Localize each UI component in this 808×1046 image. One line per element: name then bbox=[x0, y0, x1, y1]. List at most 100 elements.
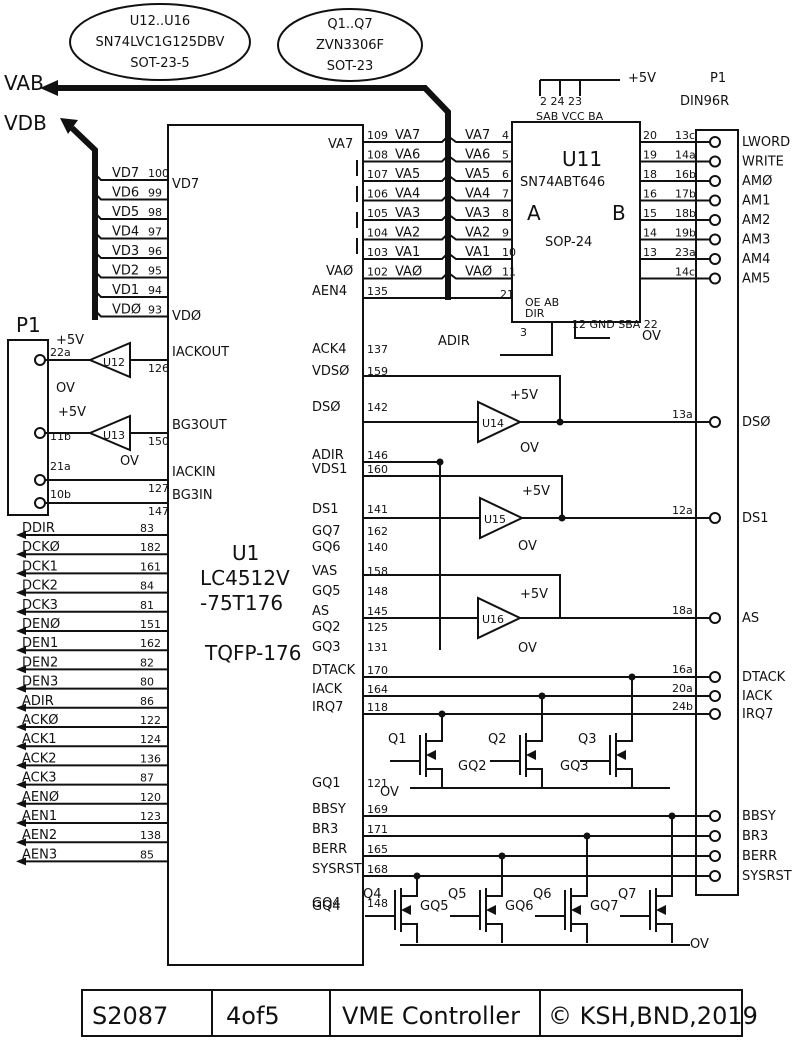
u15-ref: U15 bbox=[484, 513, 506, 526]
u11-chip: U11 SN74ABT646 A B SOP-24 2 24 23 SAB VC… bbox=[438, 80, 661, 356]
u1-signal-label: GQ7 bbox=[312, 524, 341, 539]
fet-gnd-ov-upper: OV bbox=[380, 785, 399, 800]
fet-ref: Q3 bbox=[578, 732, 597, 747]
p1-left-contact: 21a bbox=[50, 460, 71, 473]
drawing-title: VME Controller bbox=[342, 1002, 520, 1030]
p1-contact-number: 12a bbox=[672, 504, 693, 517]
p1-signal-name: AM3 bbox=[742, 233, 770, 248]
va-line-label: VA6 bbox=[395, 148, 420, 163]
p1-signal-name: WRITE bbox=[742, 155, 784, 170]
u11-a-pin: 10 bbox=[502, 246, 516, 259]
u11-a-label: VA2 bbox=[465, 226, 490, 241]
p1-contact-number: 18a bbox=[672, 604, 693, 617]
p1-signal-name: SYSRST bbox=[742, 869, 792, 884]
u11-a-label: VAØ bbox=[465, 265, 492, 280]
fet-ref: Q2 bbox=[488, 732, 507, 747]
p1-right-type: DIN96R bbox=[680, 94, 729, 109]
vd-line-label: VDØ bbox=[112, 303, 141, 318]
u1-signal-pin: 168 bbox=[367, 863, 388, 876]
u1-signal-pin: 164 bbox=[367, 683, 388, 696]
u11-gnd-ov: OV bbox=[642, 329, 661, 344]
p1-left-ref: P1 bbox=[16, 313, 41, 337]
vd-pin-number: 99 bbox=[148, 187, 162, 200]
u1-signal-label: VDS1 bbox=[312, 462, 347, 477]
p1-left-contact: 10b bbox=[50, 488, 71, 501]
u14-vcc: +5V bbox=[510, 388, 538, 403]
u16-vcc: +5V bbox=[520, 587, 548, 602]
u11-package: SOP-24 bbox=[545, 235, 592, 250]
u12-vcc: +5V bbox=[56, 333, 84, 348]
note-line: SOT-23-5 bbox=[130, 56, 189, 71]
va-line-label: VAØ bbox=[395, 265, 422, 280]
va-line-label: VA5 bbox=[395, 167, 420, 182]
p1-signal-name: AM1 bbox=[742, 194, 770, 209]
p1-contact-number: 14a bbox=[675, 149, 696, 162]
u1-body bbox=[167, 124, 364, 966]
p1-signal-name: LWORD bbox=[742, 135, 790, 150]
fet-ref: Q4 bbox=[363, 887, 382, 902]
u1-signal-pin: 135 bbox=[367, 285, 388, 298]
u11-b-pin: 19 bbox=[643, 149, 657, 162]
fet-ref: Q7 bbox=[618, 887, 637, 902]
u11-dir-label: DIR bbox=[525, 307, 545, 320]
va-pin-number: 107 bbox=[367, 168, 388, 181]
p1-left-contact: 11b bbox=[50, 430, 71, 443]
note-line: SOT-23 bbox=[327, 59, 373, 74]
u1-left-pin: 122 bbox=[140, 714, 161, 727]
u1-left-signal-label: AENØ bbox=[22, 790, 59, 805]
u1-left-signal-label: DCK3 bbox=[22, 598, 58, 613]
u1-left-signal-label: AEN3 bbox=[22, 847, 57, 862]
note-bubble-buffers: U12..U16 SN74LVC1G125DBV SOT-23-5 bbox=[69, 3, 251, 81]
p1-signal-name: DTACK bbox=[742, 670, 786, 685]
u1-left-signal-label: DCK1 bbox=[22, 559, 58, 574]
doc-number: S2087 bbox=[92, 1002, 168, 1030]
u1-left-pin: 85 bbox=[140, 848, 154, 861]
u1-iack-label: BG3IN bbox=[172, 488, 213, 503]
u11-gnd-label: 12 GND SBA 22 bbox=[572, 318, 658, 331]
va-pin-number: 106 bbox=[367, 188, 388, 201]
u1-signal-label: GQ3 bbox=[312, 640, 341, 655]
buffer-u15: U15 +5V OV bbox=[363, 458, 710, 650]
bus-vdb: VDB bbox=[4, 111, 98, 320]
u1-signal-pin: 162 bbox=[367, 525, 388, 538]
u1-signal-label: GQ6 bbox=[312, 540, 341, 555]
p1-signal-name: BR3 bbox=[742, 829, 768, 844]
u1-left-signal-label: DEN2 bbox=[22, 655, 58, 670]
u13-gnd: OV bbox=[120, 454, 139, 469]
u1-iack-label: IACKIN bbox=[172, 465, 216, 480]
va-pin-number: 108 bbox=[367, 149, 388, 162]
va-line-label: VA7 bbox=[395, 128, 420, 143]
u11-b-pin: 16 bbox=[643, 188, 657, 201]
u11-top-pins: 2 24 23 bbox=[540, 95, 582, 108]
u11-side-a: A bbox=[527, 201, 541, 225]
u1-left-pin: 81 bbox=[140, 599, 154, 612]
bus-vab: VAB bbox=[4, 71, 451, 300]
u1-signal-label: AEN4 bbox=[312, 284, 347, 299]
u1-signal-label: BBSY bbox=[312, 802, 346, 817]
u11-b-pin: 18 bbox=[643, 168, 657, 181]
vd-line-label: VD6 bbox=[112, 186, 139, 201]
u11-a-label: VA4 bbox=[465, 187, 490, 202]
u1-label-va0: VAØ bbox=[326, 264, 353, 279]
u1-left-signal-label: DEN1 bbox=[22, 636, 58, 651]
u11-a-pin: 6 bbox=[502, 168, 509, 181]
u1-signal-pin: 142 bbox=[367, 401, 388, 414]
u1-signal-label: IRQ7 bbox=[312, 700, 343, 715]
title-block: S2087 4of5 VME Controller © KSH,BND,2019 bbox=[81, 989, 758, 1037]
p1-right-body bbox=[695, 129, 739, 896]
u1-signal-label: DTACK bbox=[312, 663, 356, 678]
u1-signal-pin: 146 bbox=[367, 449, 388, 462]
u14-gnd: OV bbox=[520, 441, 539, 456]
u11-a-label: VA7 bbox=[465, 128, 490, 143]
u1-left-signal-label: DENØ bbox=[22, 617, 60, 632]
u1-signal-label: GQ2 bbox=[312, 620, 341, 635]
p1-contact-number: 23a bbox=[675, 246, 696, 259]
u16-ref: U16 bbox=[482, 613, 504, 626]
power-label-5v: +5V bbox=[628, 71, 656, 86]
u1-iack-pin: 126 bbox=[148, 362, 169, 375]
u11-a-pin: 4 bbox=[502, 129, 509, 142]
u11-b-pin: 14 bbox=[643, 227, 657, 240]
u1-iack-pin: 147 bbox=[148, 505, 169, 518]
